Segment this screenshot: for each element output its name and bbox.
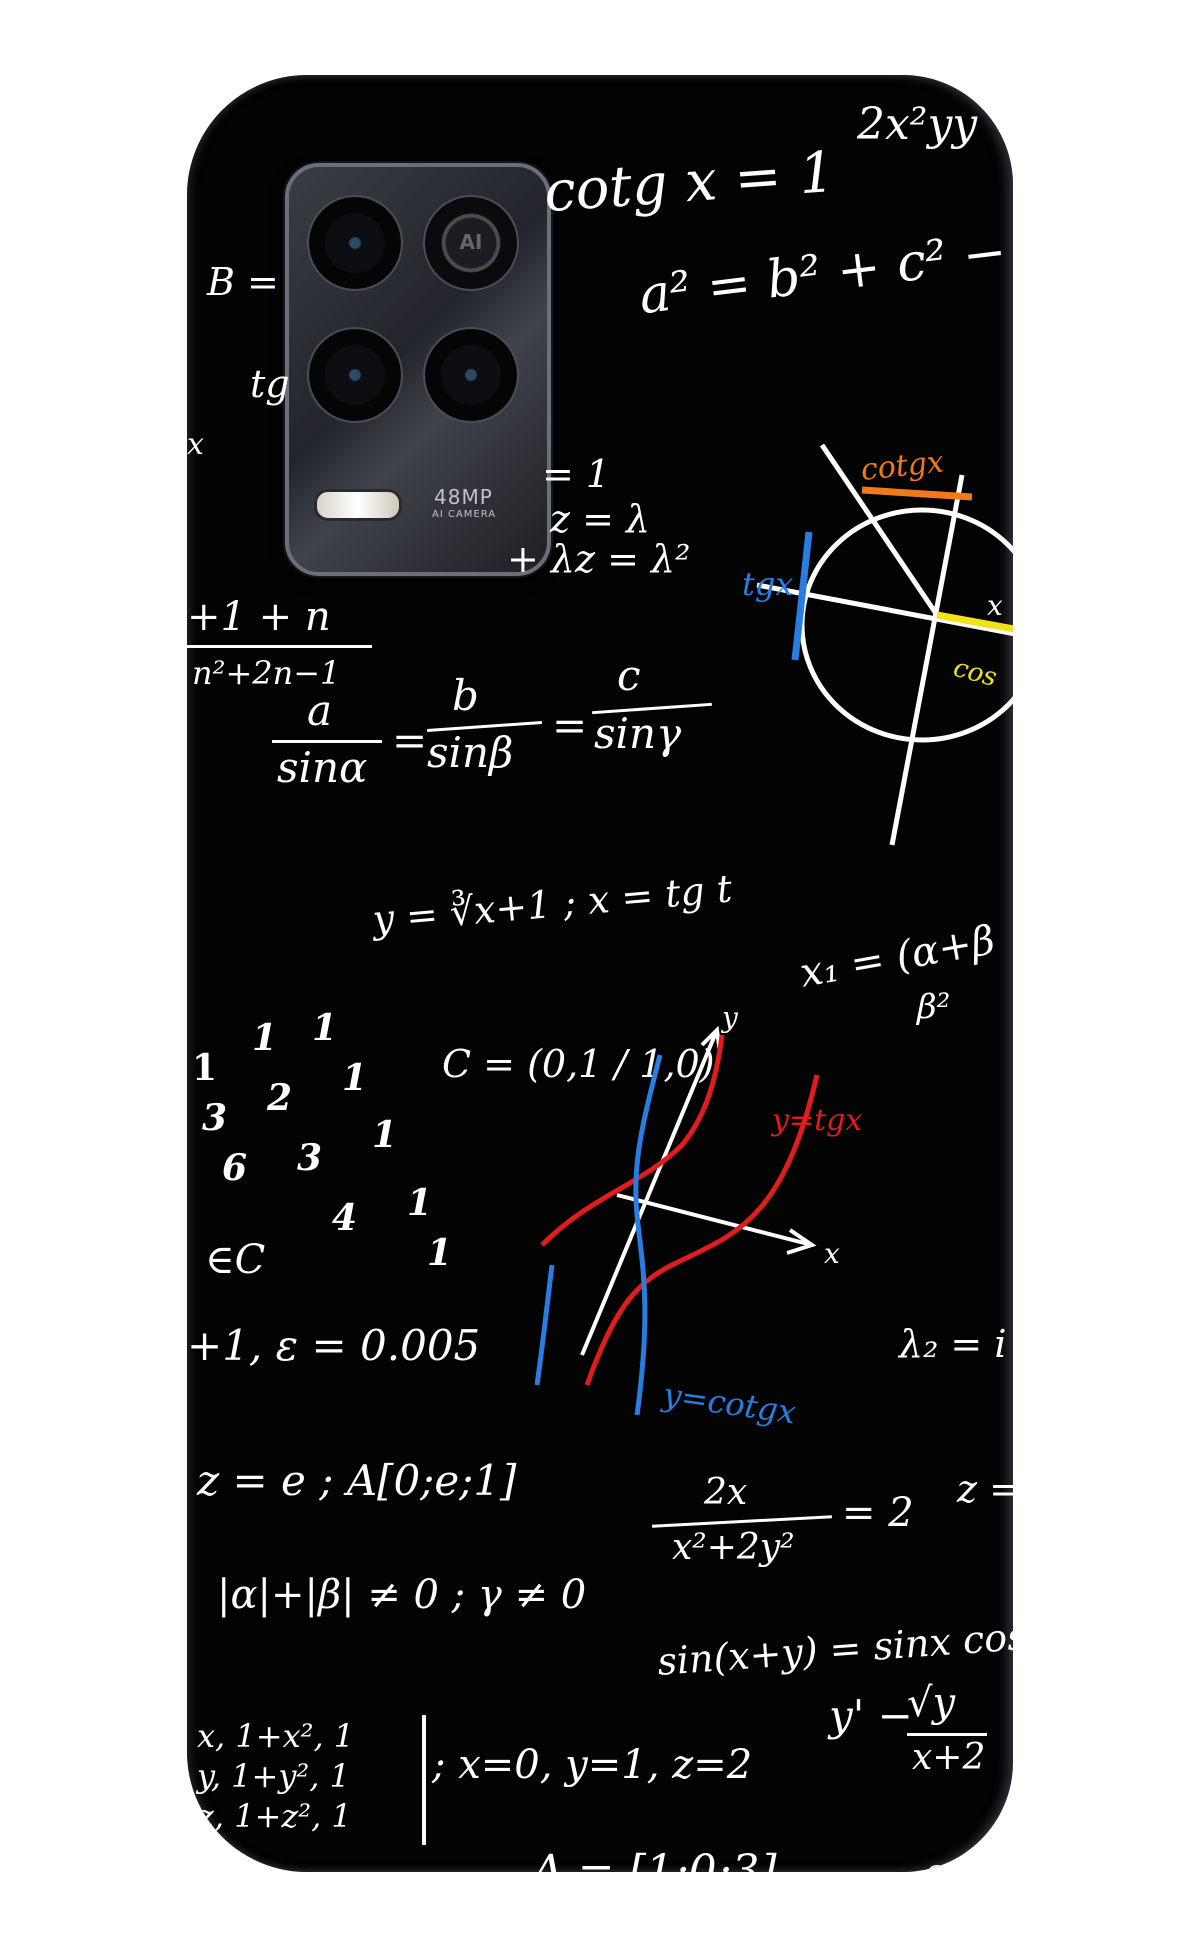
number: 4 — [332, 1197, 358, 1239]
formula-eq1: = 1 — [542, 452, 611, 496]
x-axis-arrow — [786, 1228, 817, 1255]
cotgx-label: cotgx — [859, 444, 945, 487]
number: 2 — [267, 1077, 293, 1119]
sine-law: a sinα = b sinβ = c sinγ — [272, 655, 772, 815]
formula-abs: |α|+|β| ≠ 0 ; γ ≠ 0 — [217, 1572, 587, 1618]
formula-n-top: +1 + n — [187, 594, 331, 640]
formula-frac-num: 2x — [704, 1472, 748, 1513]
formula-xyz: ; x=0, y=1, z=2 — [432, 1742, 753, 1788]
sine-law-a: a — [307, 686, 333, 735]
fraction-bar — [652, 1515, 832, 1528]
formula-n-bottom: n²+2n−1 — [192, 654, 341, 692]
formula-lambda2: λ₂ = i — [899, 1322, 1007, 1366]
cotg-curve-1 — [633, 1054, 663, 1416]
fraction-bar — [907, 1733, 987, 1736]
ai-lens: AI — [423, 195, 519, 291]
formula-z-right: z = — [957, 1467, 1013, 1511]
number: 3 — [202, 1097, 228, 1139]
tg-curve-2 — [584, 1074, 820, 1386]
number: 3 — [297, 1137, 323, 1179]
tgx-label: tgx — [742, 565, 793, 603]
equals: = — [552, 701, 588, 750]
macro-lens — [423, 327, 519, 423]
cotg-line — [861, 486, 973, 501]
cos-label: cos — [950, 653, 1000, 693]
number: 1 — [252, 1017, 278, 1059]
formula-x1: x₁ = (α+β — [796, 917, 999, 997]
number: 1 — [342, 1057, 368, 1099]
formula-z-lambda: z = λ — [550, 497, 651, 541]
matrix-row: x, 1+x², 1 — [197, 1717, 355, 1755]
tg-curve-1 — [540, 1034, 725, 1247]
formula-x-frac: x — [187, 427, 204, 462]
formula-tg: tg — [250, 362, 290, 406]
formula-b: B = — [207, 260, 279, 304]
ai-label: AI — [459, 230, 483, 254]
camera-module: AI 48MP AI CAMERA — [285, 163, 551, 576]
number: 1 — [312, 1007, 338, 1049]
cos-line — [936, 611, 1013, 633]
formula-lambda-sq: + λz = λ² — [507, 537, 691, 581]
fraction-bar — [187, 645, 372, 648]
formula-cube-root: y = ∛x+1 ; x = tg t — [370, 866, 734, 942]
formula-yprime: y' − — [829, 1691, 913, 1740]
phone-case: AI 48MP AI CAMERA cotg x = 1 2x²yy B = a… — [187, 75, 1013, 1872]
formula-sqrt-y: √y — [907, 1680, 956, 1726]
number: 6 — [222, 1147, 248, 1189]
x-axis-label: x — [824, 1237, 840, 1270]
sine-law-c: c — [617, 651, 641, 700]
number: 1 — [427, 1232, 453, 1274]
radius-line — [819, 443, 940, 617]
tg-line — [791, 531, 813, 661]
x-axis — [616, 1193, 813, 1247]
axis-vertical — [889, 474, 965, 846]
sine-law-sina: sinα — [277, 743, 368, 792]
formula-frac-den: x²+2y² — [672, 1527, 795, 1568]
number: 1 — [407, 1182, 433, 1224]
flash — [314, 489, 402, 521]
formula-z-e: z = e ; A[0;e;1] — [197, 1456, 517, 1505]
formula-cosine-law: a² = b² + c² − 2 — [635, 216, 1013, 327]
formula-matrix-c: C = (0,1 / 1,0) — [442, 1042, 715, 1086]
formula-epsilon: +1, ε = 0.005 — [187, 1321, 481, 1370]
x-label: x — [987, 589, 1003, 622]
trig-graph: y x y=tgx y=cotgx — [534, 1001, 862, 1431]
formula-x1-denom: β² — [917, 987, 951, 1027]
sine-law-b: b — [452, 671, 479, 720]
formula-cos-phi: cosφ — [925, 1852, 1006, 1872]
sine-law-sinb: sinβ — [427, 728, 514, 777]
tg-label: y=tgx — [770, 1103, 862, 1138]
matrix: x, 1+x², 1 y, 1+y², 1 z, 1+z², 1 — [192, 1715, 426, 1845]
number: 1 — [192, 1047, 218, 1089]
formula-frac-eq: = 2 — [842, 1490, 914, 1536]
main-lens — [307, 195, 403, 291]
formula-a-vector: A = [1;0;3] — [532, 1846, 777, 1873]
fraction-bar — [272, 740, 382, 743]
megapixels-label: 48MP — [434, 485, 493, 509]
cotg-curve-2 — [534, 1264, 555, 1386]
camera-label: AI CAMERA — [432, 509, 497, 520]
formula-x-plus-2: x+2 — [912, 1737, 986, 1778]
formula-cotg: cotg x = 1 — [542, 139, 837, 226]
cotg-label: y=cotgx — [659, 1375, 798, 1431]
y-axis — [580, 1029, 719, 1356]
unit-circle-diagram: cotgx tgx cos x — [742, 443, 1013, 846]
matrix-row: y, 1+y², 1 — [197, 1757, 350, 1795]
equals: = — [392, 716, 428, 765]
formula-top-right: 2x²yy — [857, 99, 978, 150]
sine-law-sinc: sinγ — [594, 709, 682, 758]
matrix-row: z, 1+z², 1 — [197, 1797, 352, 1835]
number: 1 — [372, 1114, 398, 1156]
y-axis-label: y — [720, 1001, 739, 1034]
formula-sin-sum: sin(x+y) = sinx cos — [655, 1614, 1013, 1684]
wide-lens — [307, 327, 403, 423]
formula-in-c: ∈C — [205, 1237, 266, 1283]
